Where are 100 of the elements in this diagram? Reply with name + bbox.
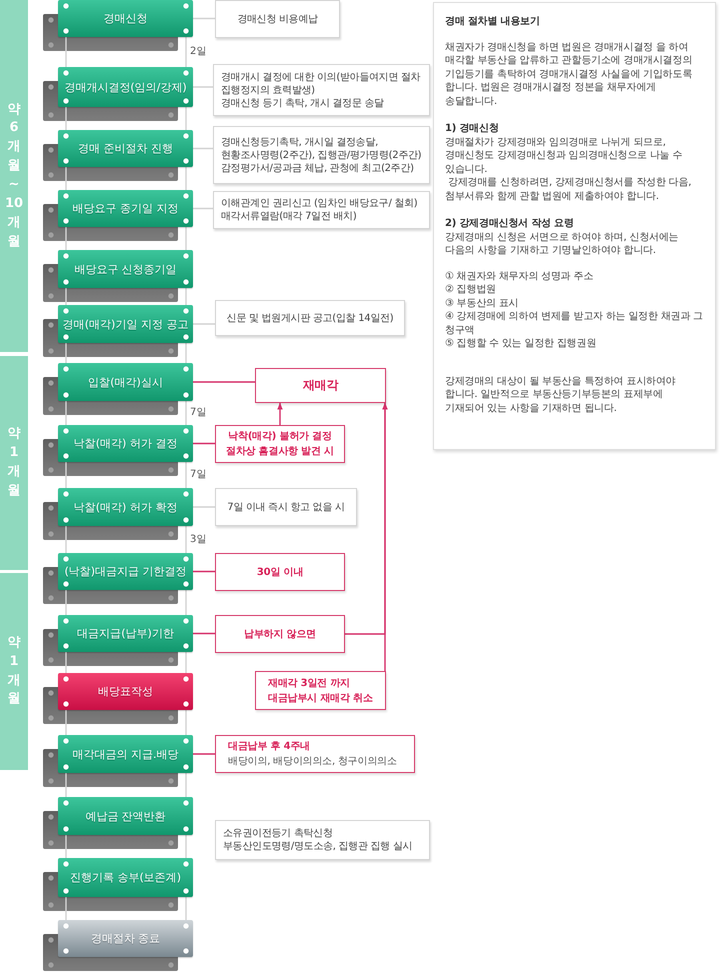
connector-line (65, 709, 187, 736)
step-tag (58, 425, 193, 462)
connector-line (65, 287, 187, 306)
connector-line (65, 36, 187, 68)
connector-line (65, 772, 187, 798)
connector-line (65, 166, 187, 191)
condition-text: 낙착(매각) 불허가 결정 (228, 430, 332, 444)
step-label: 경매(매각)기일 지정 공고 (62, 316, 188, 332)
section-heading: 1) 경매신청 (445, 122, 500, 136)
list-item: ⑤ 집행할 수 있는 일정한 집행권원 (445, 337, 598, 350)
section-heading: 2) 강제경매신청서 작성 요령 (445, 217, 575, 230)
condition-text: 재매각 3일전 까지 대금납부시 재매각 취소 (268, 676, 374, 706)
connector-line (65, 342, 187, 364)
step-tag (58, 673, 193, 710)
step-tag (58, 920, 193, 957)
connector-line (193, 381, 255, 383)
connector-line (65, 106, 187, 131)
connector-line (65, 834, 187, 859)
note-box (215, 0, 340, 38)
condition-text: 30일 이내 (256, 566, 304, 580)
note-text: 배당이의, 배당이의의소, 청구이의의소 (228, 755, 398, 769)
connector-line (65, 226, 187, 251)
note-text: 경매신청 등기 촉탁, 개시 결정문 송달 (221, 96, 385, 110)
connector-line (65, 461, 187, 489)
step-label: 매각대금의 지급.배당 (72, 746, 178, 762)
step-label: 낙찰(매각) 허가 결정 (74, 436, 178, 451)
step-tag (58, 615, 193, 652)
connector-line (193, 442, 215, 444)
step-tag (58, 190, 193, 227)
connector-line (193, 208, 213, 210)
note-text: 경매신청등기촉탁, 개시일 결정송달, (221, 136, 380, 148)
condition-text: 절차상 흠결사항 발견 시 (226, 445, 334, 459)
condition-text: 재매각 (302, 378, 338, 393)
note-text: 경매신청 비용예납 (236, 12, 319, 26)
note-box (215, 300, 405, 336)
paragraph: 경매절차가 강제경매와 임의경매로 나뉘게 되므로, 경매신청도 강제경매신청과 임의경매신청으로 나눌 수 있습니다. (445, 136, 684, 176)
step-tag (58, 858, 193, 897)
note-text: 감정평가서/공과금 체납, 관청에 최고(2주간) (221, 162, 415, 174)
condition-box (255, 671, 386, 710)
condition-box (215, 615, 345, 653)
edge-label: 7일 (189, 469, 208, 481)
step-label: 배당표작성 (98, 684, 153, 699)
step-label: 대금지급(납부)기한 (77, 626, 174, 641)
condition-box (215, 553, 345, 591)
note-text: 소유권이전등기 촉탁신청 (223, 827, 334, 840)
period-label: 약 6개월 ~ 10개월 (4, 100, 24, 251)
step-tag (58, 797, 193, 835)
list-item: ② 집행법원 (445, 283, 497, 296)
connector-line (193, 506, 215, 508)
info-panel (433, 2, 716, 450)
timeline-band (0, 573, 28, 770)
note-box (213, 126, 430, 184)
condition-text: 납부하지 않으면 (244, 628, 316, 642)
list-item: ③ 부동산의 표시 (445, 296, 520, 310)
paragraph: 채권자가 경매신청을 하면 법원은 경매개시결정 을 하여 매각할 부동산을 압류하고 관할등기소에 경매개시결정의 기입등기를 촉탁하여 경매개시결정 사실을에 기입하도록 합니다. 법원은 경매개시결정 정본을 채무자에게 송달합니다. (445, 40, 694, 108)
connector-line (193, 86, 213, 88)
paragraph: 강제경매를 신청하려면, 강제경매신청서를 작성한 다음, 첨부서류와 함께 관할 법원에 제출하여야 합니다. (445, 176, 692, 203)
connector-line (65, 400, 187, 426)
note-text: 매각서류열람(매각 7일전 배치) (221, 210, 358, 223)
step-tag (58, 735, 193, 773)
arrow (382, 402, 388, 671)
connector-line (193, 632, 215, 634)
period-label: 약 1개월 (6, 634, 22, 708)
step-tag (58, 130, 193, 167)
connector-line (65, 525, 187, 554)
edge-label: 2일 (189, 46, 208, 58)
arrow (277, 402, 283, 425)
note-box (213, 64, 430, 116)
step-label: 경매개시결정(임의/강제) (64, 80, 187, 94)
paragraph: 강제경매의 신청은 서면으로 하여야 하며, 신청서에는 다음의 사항을 기재하고 기명날인하여야 합니다. (445, 230, 680, 258)
step-tag (58, 250, 193, 288)
edge-label: 3일 (189, 534, 208, 546)
connector-line (65, 589, 187, 616)
condition-box (215, 425, 345, 463)
connector-line (193, 148, 213, 150)
timeline-band (0, 0, 28, 352)
connector-line (193, 570, 215, 572)
period-label: 약 1개월 (6, 425, 22, 500)
condition-box (255, 368, 386, 403)
step-tag (58, 553, 193, 590)
step-tag (58, 488, 193, 526)
condition-text: 대금납부 후 4주내 (228, 740, 311, 754)
step-tag (58, 363, 193, 401)
step-label: 배당요구 종기일 지정 (72, 201, 178, 216)
edge-label: 7일 (189, 407, 208, 419)
step-tag (58, 67, 193, 107)
note-text: 신문 및 법원게시판 공고(입찰 14일전) (226, 312, 394, 324)
note-box (215, 820, 430, 860)
step-label: 진행기록 송부(보존계) (70, 870, 182, 885)
connector-line (65, 896, 187, 921)
paragraph: 강제경매의 대상이 될 부동산을 특정하여 표시하여야 합니다. 일반적으로 부동산등기부등본의 표제부에 기재되어 있는 사항을 기재하면 됩니다. (445, 374, 676, 415)
step-tag (58, 0, 193, 37)
step-label: 경매절차 종료 (90, 931, 160, 946)
note-text: 경매개시 결정에 대한 이의(받아들여지면 절차 집행정지의 효력발생) (221, 70, 422, 96)
step-label: (낙찰)대금지급 기한결정 (64, 564, 187, 579)
list-item: ④ 강제경매에 의하여 변제를 받고자 하는 일정한 채권과 그 청구액 (445, 310, 704, 337)
note-text: 7일 이내 즉시 항고 없을 시 (226, 500, 346, 514)
condition-box (215, 735, 415, 773)
timeline-band (0, 356, 28, 570)
note-box (215, 488, 357, 526)
